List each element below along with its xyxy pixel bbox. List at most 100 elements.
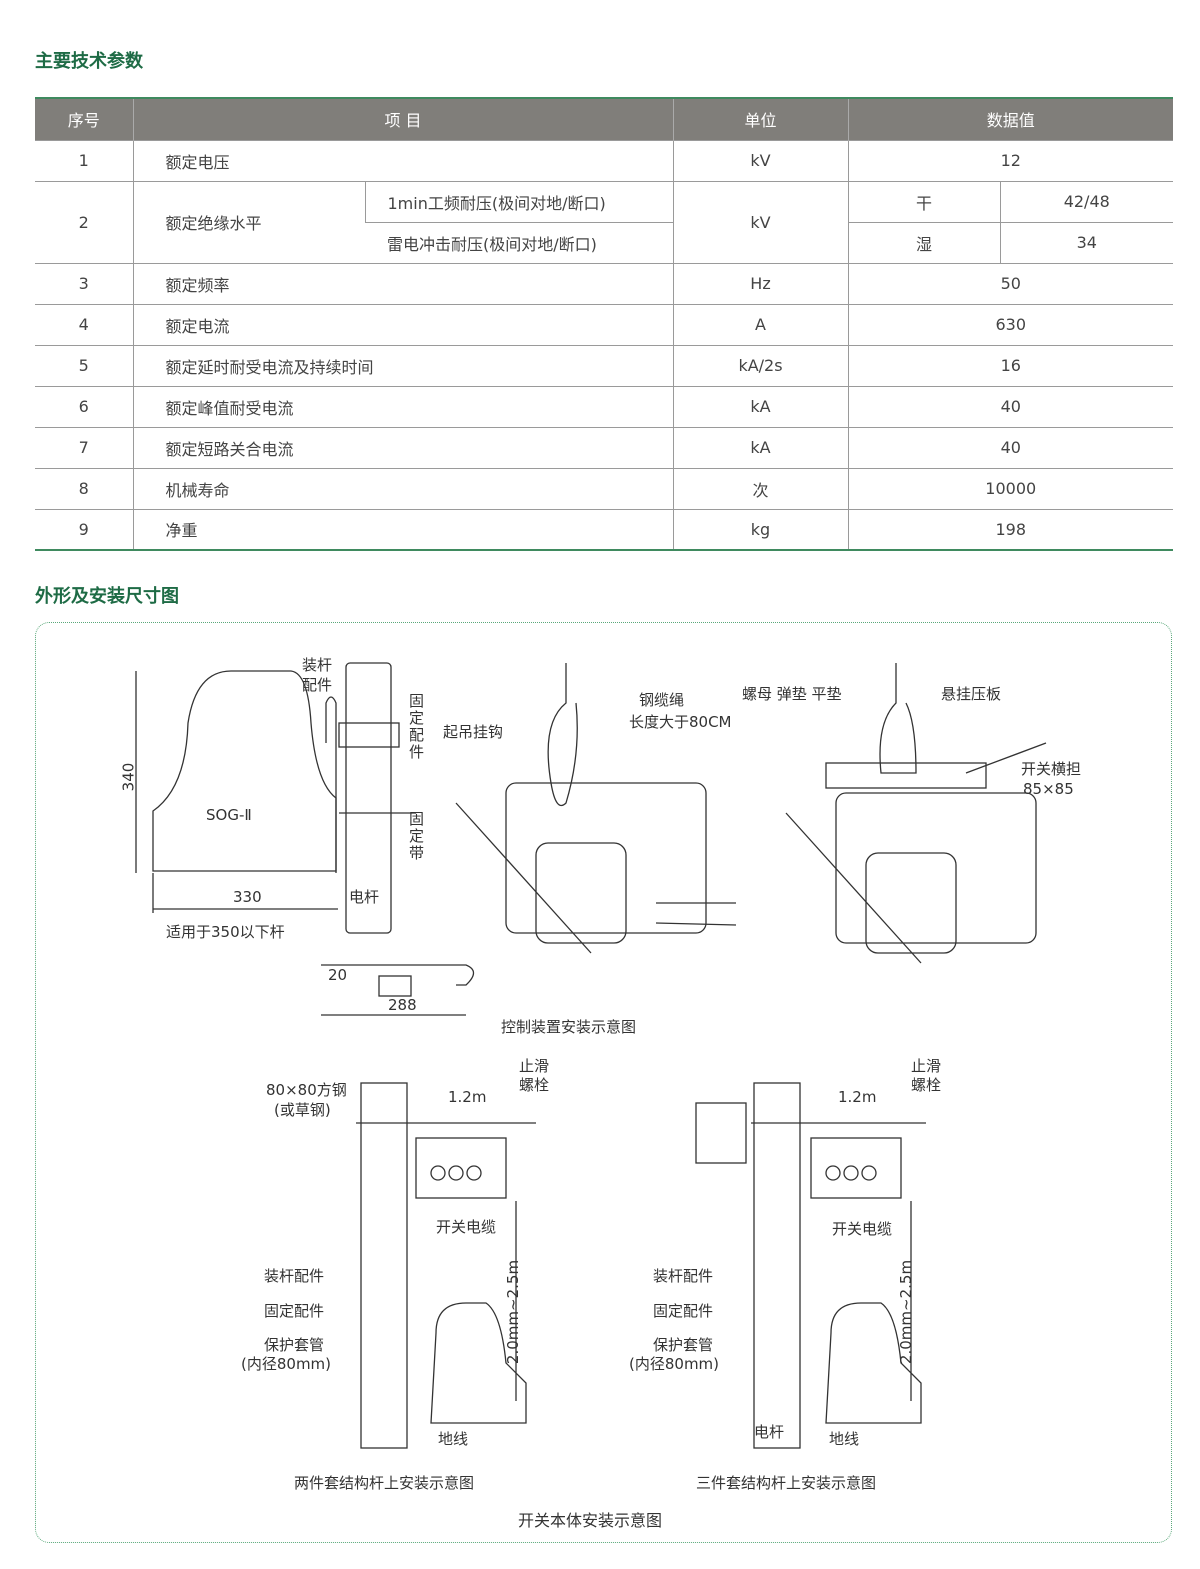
cell-item: 额定电压	[132, 139, 673, 181]
table-header: 序号 项 目 单位 数据值	[35, 97, 1173, 140]
cell-item: 机械寿命	[132, 467, 673, 509]
label-cable: 开关电缆	[436, 1218, 497, 1236]
cell-unit: kg	[672, 508, 848, 551]
section-title-params: 主要技术参数	[35, 51, 143, 72]
dim-20: 20	[328, 966, 348, 984]
cell-subitem: 雷电冲击耐压(极间对地/断口)	[365, 221, 673, 263]
cell-condition: 湿	[847, 221, 1000, 263]
cell-no: 1	[35, 139, 133, 181]
label-ground: 地线	[829, 1430, 860, 1448]
caption-control: 控制装置安装示意图	[501, 1018, 637, 1036]
cell-no: 3	[35, 262, 133, 304]
caption-two-piece: 两件套结构杆上安装示意图	[294, 1474, 475, 1492]
cell-subitem: 1min工频耐压(极间对地/断口)	[364, 180, 673, 222]
cell-unit: kV	[672, 139, 848, 181]
cell-unit: kA/2s	[672, 344, 848, 386]
cell-no: 4	[35, 303, 133, 345]
cell-no: 8	[35, 467, 133, 509]
cell-value: 630	[847, 303, 1173, 345]
three-piece-pole-drawing	[695, 1082, 926, 1449]
section-title-dimensions: 外形及安装尺寸图	[35, 586, 179, 607]
dim-height-range: 2.0mm~2.5m	[897, 1259, 916, 1365]
label-model: SOG-Ⅱ	[206, 806, 252, 824]
label-hook: 起吊挂钩	[443, 723, 504, 741]
dim-distance: 1.2m	[448, 1088, 487, 1106]
cell-item: 额定频率	[132, 262, 673, 304]
caption-switch-install: 开关本体安装示意图	[518, 1511, 663, 1530]
installation-diagram: 装杆配件 固定配件 固定带 电杆 SOG-Ⅱ 340 330 适用于350以下杆…	[35, 622, 1172, 1543]
cell-no: 5	[35, 344, 133, 386]
caption-three-piece: 三件套结构杆上安装示意图	[696, 1474, 877, 1492]
label-fix-fitting: 固定配件	[407, 693, 425, 761]
dim-width: 330	[233, 888, 262, 906]
label-fix-fit: 固定配件	[264, 1302, 325, 1320]
label-plate: 悬挂压板	[941, 685, 1002, 703]
label-bolt: 止滑螺栓	[911, 1057, 942, 1094]
label-ground: 地线	[438, 1430, 469, 1448]
label-fix-fit: 固定配件	[653, 1302, 714, 1320]
cell-item: 额定电流	[132, 303, 673, 345]
cell-no: 7	[35, 426, 133, 468]
header-unit: 单位	[672, 97, 848, 140]
cell-unit: kV	[672, 180, 848, 263]
header-item: 项 目	[132, 97, 673, 140]
control-box-outline	[152, 670, 337, 872]
cell-item: 额定短路关合电流	[132, 426, 673, 468]
pole	[345, 662, 392, 934]
label-steel-alt: (或草钢)	[274, 1101, 331, 1119]
cell-unit: 次	[672, 467, 848, 509]
header-value: 数据值	[847, 97, 1173, 140]
label-rope: 钢缆绳	[639, 691, 685, 709]
cell-value: 34	[999, 221, 1173, 263]
label-rope-length: 长度大于80CM	[629, 713, 732, 731]
label-pole: 电杆	[349, 888, 380, 906]
cell-condition: 干	[847, 180, 1000, 222]
label-arm: 开关横担	[1021, 760, 1082, 778]
dim-height-range: 2.0mm~2.5m	[504, 1259, 523, 1365]
dim-288: 288	[388, 996, 417, 1014]
cell-no: 2	[35, 180, 133, 263]
header-no: 序号	[35, 97, 133, 140]
label-fix-strap: 固定带	[407, 811, 425, 862]
label-bolt: 止滑螺栓	[519, 1057, 550, 1094]
dim-distance: 1.2m	[838, 1088, 877, 1106]
label-pole: 电杆	[754, 1423, 785, 1441]
label-steel: 80×80方钢	[266, 1081, 347, 1099]
label-tube-diameter: (内径80mm)	[241, 1355, 332, 1373]
cell-unit: kA	[672, 385, 848, 427]
label-tube: 保护套管	[264, 1336, 325, 1354]
table-row: 雷电冲击耐压(极间对地/断口) 湿 34	[35, 221, 1173, 263]
cell-item: 净重	[132, 508, 673, 551]
label-cable: 开关电缆	[832, 1220, 893, 1238]
label-pole-fitting: 装杆配件	[301, 656, 332, 694]
dim-height: 340	[119, 762, 138, 792]
two-piece-pole-drawing	[356, 1082, 536, 1449]
switch-hang-drawing	[785, 663, 1047, 964]
label-nut: 螺母 弹垫 平垫	[742, 685, 842, 703]
cell-value: 50	[847, 262, 1173, 304]
cell-item: 额定绝缘水平	[132, 180, 365, 263]
cell-value: 10000	[847, 467, 1173, 509]
cell-item: 额定峰值耐受电流	[132, 385, 673, 427]
cell-value: 16	[847, 344, 1173, 386]
diagram-drawing	[135, 662, 1047, 1449]
cell-value: 40	[847, 385, 1173, 427]
cell-value: 42/48	[999, 180, 1173, 222]
cell-no: 6	[35, 385, 133, 427]
label-note: 适用于350以下杆	[166, 923, 285, 941]
cell-unit: kA	[672, 426, 848, 468]
label-arm-size: 85×85	[1023, 780, 1074, 798]
cell-value: 40	[847, 426, 1173, 468]
label-tube-diameter: (内径80mm)	[629, 1355, 720, 1373]
cell-unit: A	[672, 303, 848, 345]
cell-no: 9	[35, 508, 133, 551]
table-row: 2 额定绝缘水平 1min工频耐压(极间对地/断口) kV 干 42/48	[35, 180, 1173, 263]
